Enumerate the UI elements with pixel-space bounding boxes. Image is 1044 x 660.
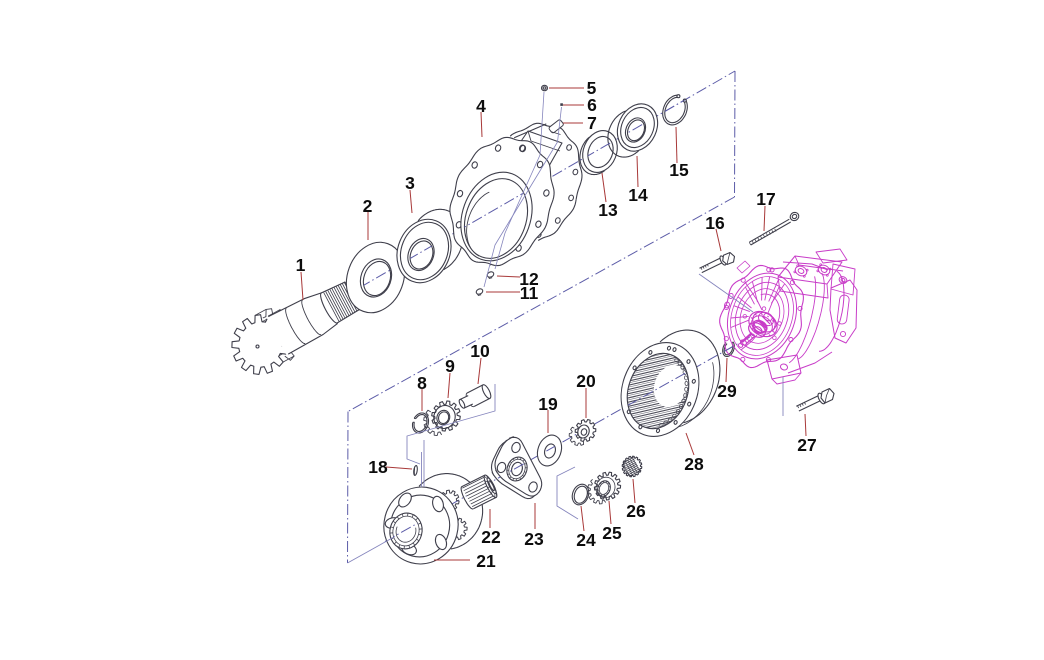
- svg-text:25: 25: [602, 523, 622, 543]
- svg-text:8: 8: [417, 373, 427, 393]
- svg-text:4: 4: [476, 96, 486, 116]
- svg-text:15: 15: [669, 160, 689, 180]
- svg-text:28: 28: [684, 454, 704, 474]
- svg-text:2: 2: [363, 196, 373, 216]
- svg-text:14: 14: [628, 185, 648, 205]
- svg-text:3: 3: [405, 173, 415, 193]
- svg-text:23: 23: [524, 529, 544, 549]
- svg-text:12: 12: [519, 269, 539, 289]
- svg-text:18: 18: [368, 457, 388, 477]
- svg-text:22: 22: [481, 527, 501, 547]
- svg-text:7: 7: [587, 113, 597, 133]
- svg-text:20: 20: [576, 371, 596, 391]
- svg-text:16: 16: [705, 213, 725, 233]
- svg-text:9: 9: [445, 356, 455, 376]
- svg-text:11: 11: [520, 283, 539, 303]
- svg-text:6: 6: [587, 95, 597, 115]
- svg-text:1: 1: [296, 255, 306, 275]
- svg-text:10: 10: [470, 341, 490, 361]
- svg-text:24: 24: [576, 530, 596, 550]
- svg-text:5: 5: [587, 78, 597, 98]
- svg-text:19: 19: [538, 394, 558, 414]
- svg-text:29: 29: [717, 381, 737, 401]
- svg-text:26: 26: [626, 501, 646, 521]
- svg-text:17: 17: [756, 189, 775, 209]
- svg-text:13: 13: [598, 200, 618, 220]
- svg-text:27: 27: [797, 435, 816, 455]
- svg-text:21: 21: [476, 551, 496, 571]
